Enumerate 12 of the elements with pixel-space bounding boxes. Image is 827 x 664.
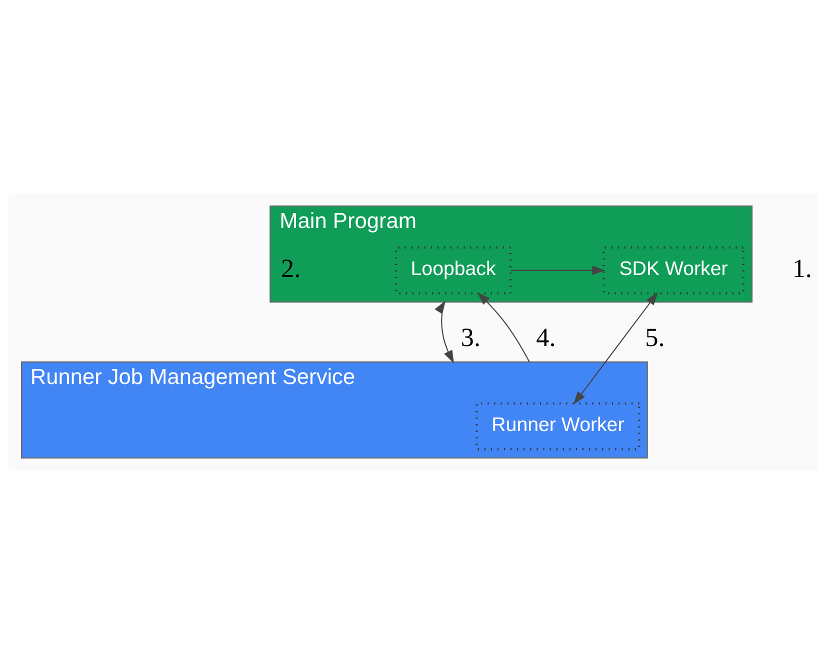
node-box: Runner Worker (476, 402, 640, 450)
arrow (510, 266, 606, 275)
node-label: 1. (792, 254, 812, 284)
arrow (573, 292, 658, 405)
node-label: 2. (281, 254, 301, 284)
arrow (477, 292, 530, 362)
node-box: SDK Worker (602, 246, 744, 294)
edge-label: 5. (645, 322, 665, 352)
edge-label: 4. (536, 322, 556, 352)
node-box: Loopback (394, 246, 512, 294)
edge-label: 3. (460, 322, 481, 352)
arrow (434, 300, 454, 364)
